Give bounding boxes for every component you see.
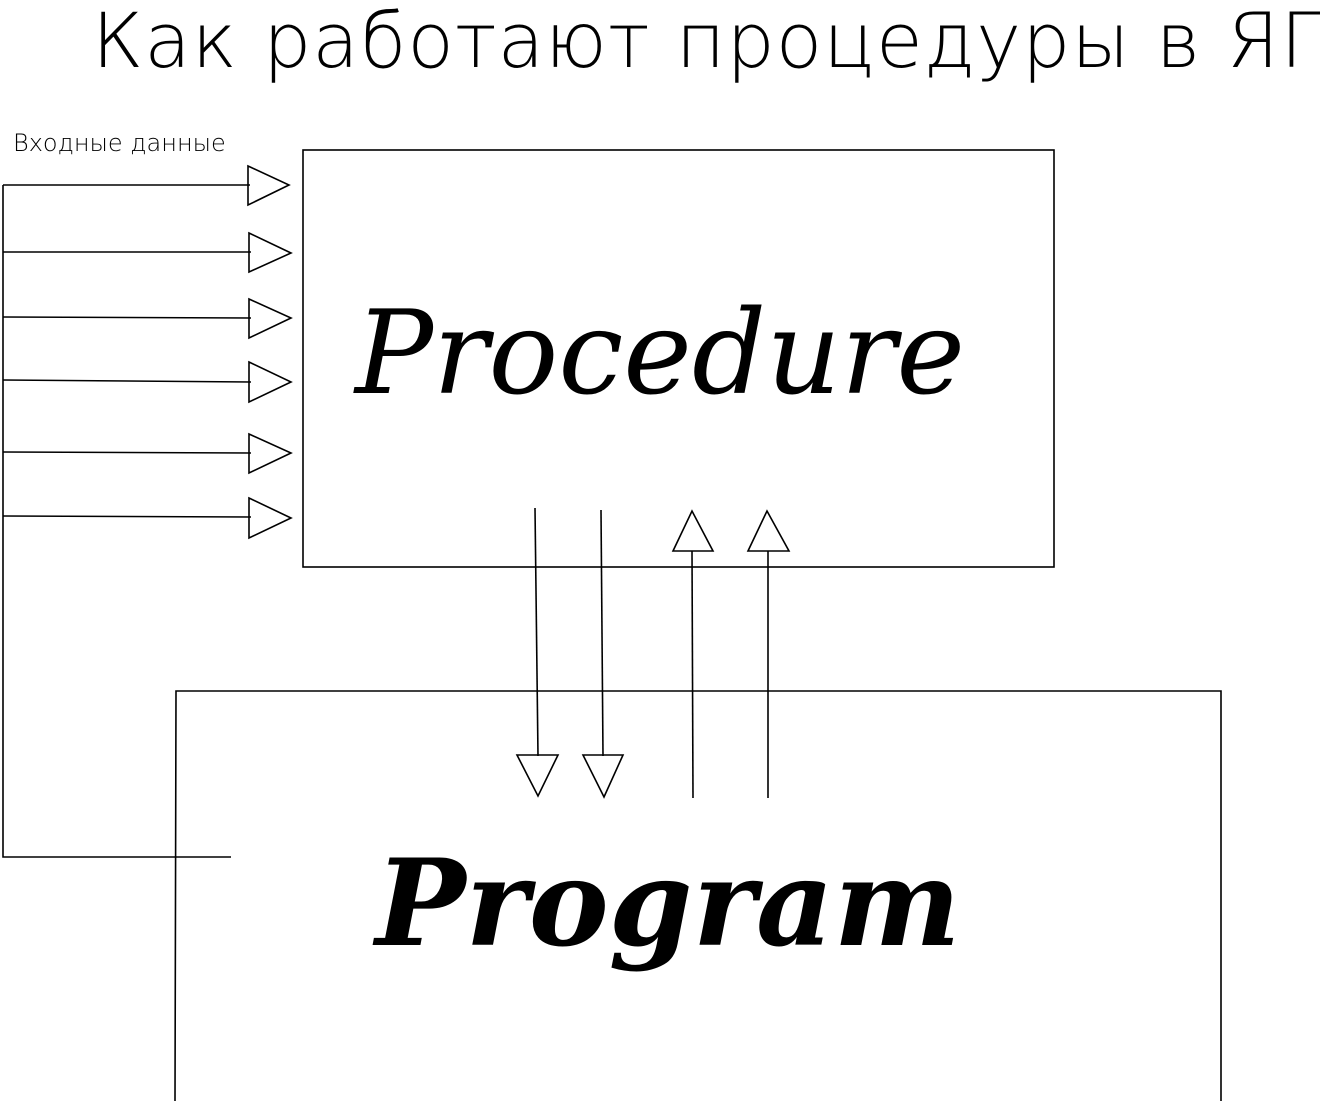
output-arrow-down-2 xyxy=(581,509,625,799)
input-arrow-3 xyxy=(2,297,293,340)
program-box xyxy=(174,690,1222,1101)
input-data-label: Входные данные xyxy=(13,129,226,157)
input-arrow-1 xyxy=(3,164,291,207)
input-arrow-5 xyxy=(2,432,293,475)
procedure-box xyxy=(302,149,1055,568)
procedure-label: Procedure xyxy=(353,286,965,421)
diagram-title: Как работают процедуры в ЯП. xyxy=(92,0,1320,85)
return-arrow-up-1 xyxy=(671,509,715,799)
program-label: Program xyxy=(372,833,960,974)
output-arrow-down-1 xyxy=(515,507,560,798)
return-arrow-up-2 xyxy=(746,509,791,798)
input-arrow-6 xyxy=(2,496,293,540)
input-bus-line xyxy=(2,185,231,858)
input-arrow-2 xyxy=(3,231,293,274)
input-arrow-4 xyxy=(2,360,293,404)
